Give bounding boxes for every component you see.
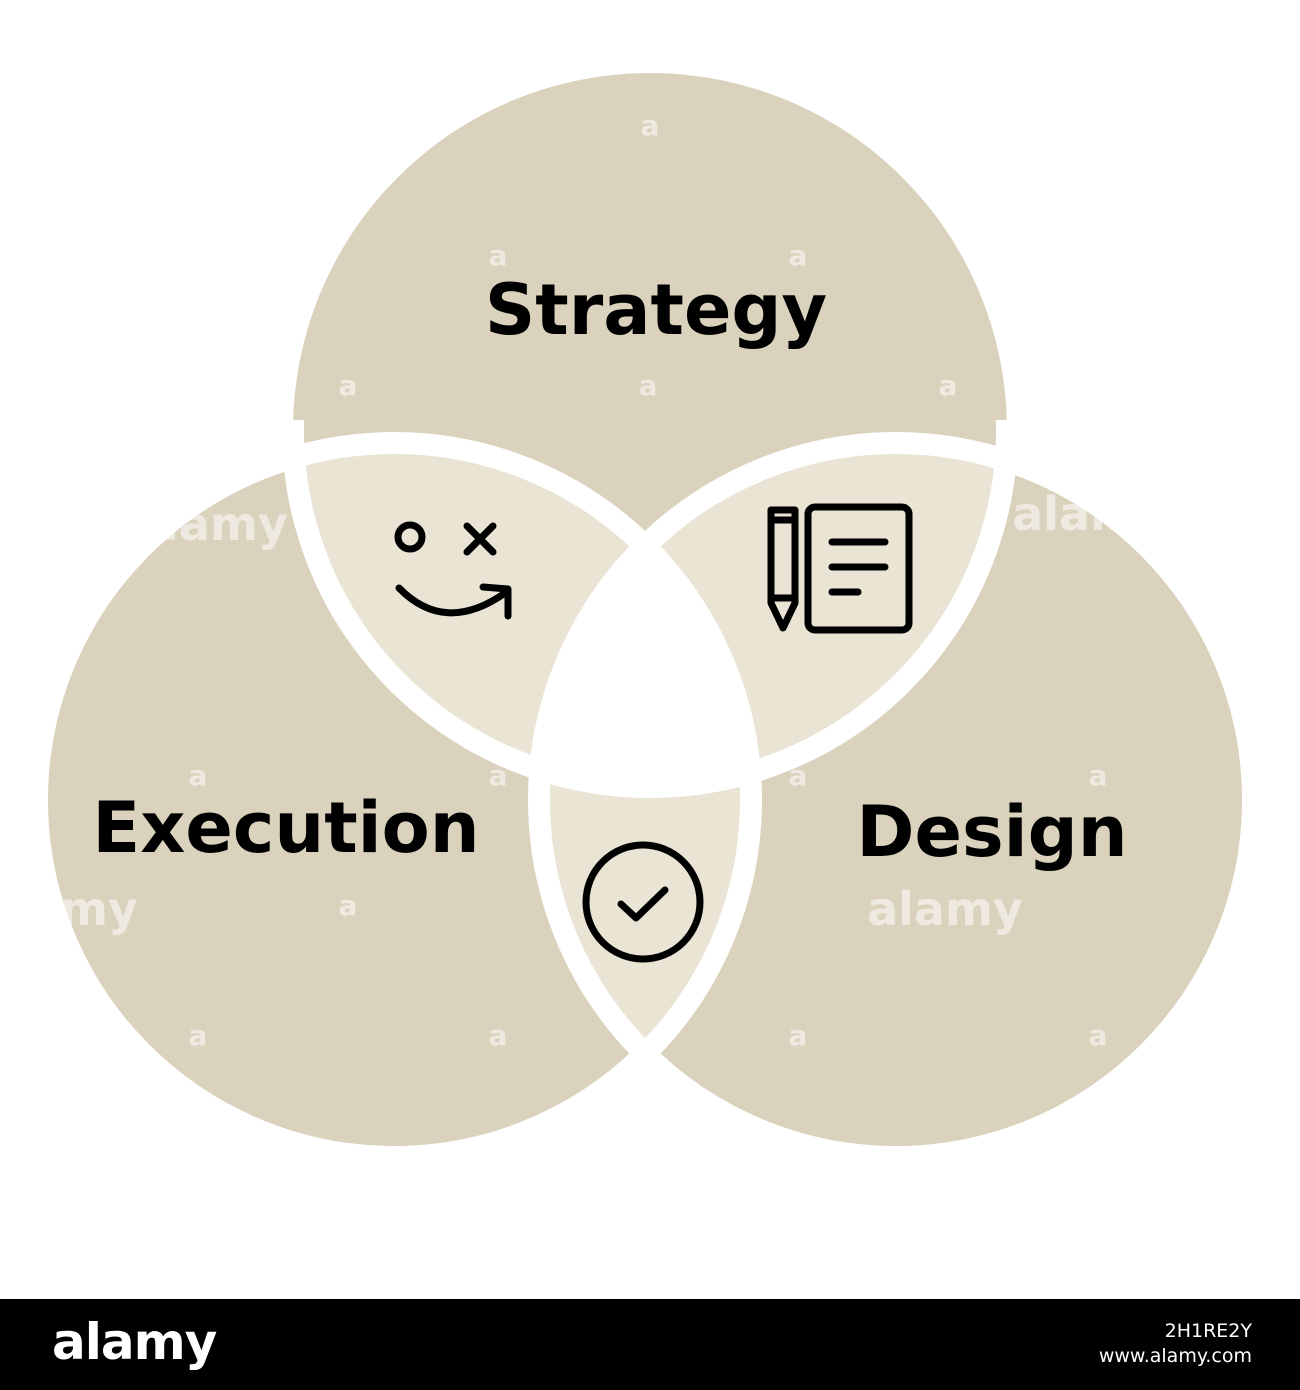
watermark-mark: a	[789, 759, 808, 792]
image-credit: 2H1RE2Y www.alamy.com	[1099, 1319, 1252, 1369]
execution-label: Execution	[92, 787, 479, 869]
watermark-mark: a	[189, 759, 208, 792]
watermark-mark: a	[641, 109, 660, 142]
watermark-mark: a	[939, 369, 958, 402]
watermark-mark: a	[489, 239, 508, 272]
notes-pencil-icon	[767, 503, 913, 634]
image-url: www.alamy.com	[1098, 1345, 1252, 1367]
strategy-execution-overlap	[293, 443, 751, 787]
watermark-mark: a	[339, 889, 358, 922]
watermark-mark: a	[189, 1019, 208, 1052]
watermark-mark: a	[789, 1019, 808, 1052]
watermark-mark: a	[489, 759, 508, 792]
image-id: 2H1RE2Y	[1164, 1320, 1252, 1342]
game-plan-icon	[394, 521, 512, 620]
watermark-mark: a	[1089, 1019, 1108, 1052]
check-circle-icon	[582, 841, 704, 963]
design-outline	[528, 432, 1264, 1168]
watermark-mark: a	[789, 239, 808, 272]
execution-outline	[26, 432, 762, 1168]
strategy-label: Strategy	[485, 269, 827, 351]
watermark-text: alamy	[0, 882, 138, 936]
venn-diagram: a a a a a a alamy alamy a a a a alamy al…	[0, 73, 1264, 1168]
watermark-text: alamy	[1012, 487, 1168, 541]
footer-bar: alamy 2H1RE2Y www.alamy.com	[0, 1299, 1300, 1390]
strategy-design-overlap	[539, 443, 1007, 787]
design-label: Design	[856, 791, 1127, 873]
watermark-text: alamy	[867, 882, 1023, 936]
watermark-mark: a	[489, 1019, 508, 1052]
watermark-mark: a	[339, 369, 358, 402]
alamy-logo: alamy	[52, 1313, 217, 1371]
watermark-text: alamy	[132, 497, 288, 551]
watermark-mark: a	[1089, 759, 1108, 792]
watermark-mark: a	[639, 369, 658, 402]
